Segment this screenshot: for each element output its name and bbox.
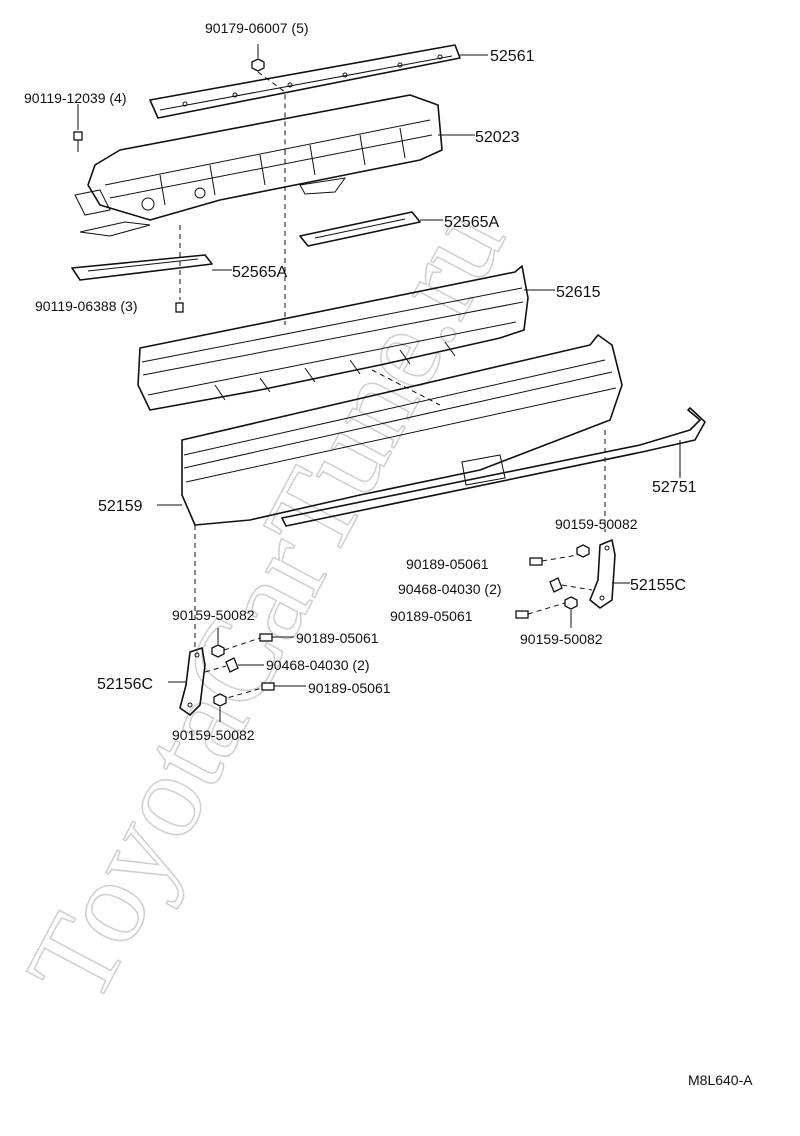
dash-90179 [257,71,286,150]
label-l-90468: 90468-04030 (2) [266,657,370,673]
label-52155C: 52155C [630,577,686,594]
retainer-52565A-right[interactable] [299,211,421,247]
label-r-90189-a: 90189-05061 [406,556,489,572]
label-l-90189-b: 90189-05061 [308,680,391,696]
label-r-90189-b: 90189-05061 [390,608,473,624]
nut-l-90468[interactable] [225,657,239,673]
reinforcement-52561[interactable] [149,44,461,119]
label-52615: 52615 [556,284,601,301]
label-52565A-left: 52565A [232,264,287,281]
label-l-90159-top: 90159-50082 [172,607,255,623]
label-r-90159-bot: 90159-50082 [520,631,603,647]
dash-l-90468 [204,665,227,673]
screw-l-90189-b[interactable] [261,682,275,691]
label-r-90159-top: 90159-50082 [555,516,638,532]
label-90179: 90179-06007 (5) [205,20,309,36]
bolt-90119-06388[interactable] [175,302,184,313]
label-r-90468: 90468-04030 (2) [398,581,502,597]
label-52023: 52023 [475,129,520,146]
dash-l-90189-b [219,687,263,701]
dash-r-90189-a [541,554,579,562]
dash-l-90189-a [223,637,261,651]
bolt-90119-12039[interactable] [73,131,83,152]
label-90119-06388: 90119-06388 (3) [35,298,137,314]
moulding-52751[interactable] [281,407,706,527]
label-l-90189-a: 90189-05061 [296,630,379,646]
screw-l-90189-a[interactable] [259,633,273,642]
screw-r-90189-b[interactable] [515,610,529,619]
bolt-r-90159-top[interactable] [576,544,590,558]
label-52159: 52159 [98,498,143,515]
bolt-r-90159-bot[interactable] [564,596,578,610]
bracket-52156C[interactable] [179,647,206,716]
screw-r-90189-a[interactable] [529,557,543,566]
nut-r-90468[interactable] [549,577,563,593]
label-52565A-right: 52565A [444,214,499,231]
bolt-l-90159-bot[interactable] [213,693,227,707]
label-52751: 52751 [652,479,697,496]
drawing-code: M8L640-A [688,1072,753,1088]
label-52156C: 52156C [97,676,153,693]
bumper-52159[interactable] [181,334,623,526]
absorber-52023[interactable] [74,94,443,237]
label-90119-12039: 90119-12039 (4) [24,90,126,106]
retainer-52565A-left[interactable] [71,254,213,281]
bolt-l-90159-top[interactable] [211,644,225,658]
label-52561: 52561 [490,48,535,65]
dash-r-90189-b [527,602,566,615]
dash-r-90468 [561,584,593,591]
bracket-52155C[interactable] [589,539,616,609]
nut-90179[interactable] [251,58,265,72]
label-l-90159-bot: 90159-50082 [172,727,255,743]
bumper-cover-52615[interactable] [137,265,529,411]
